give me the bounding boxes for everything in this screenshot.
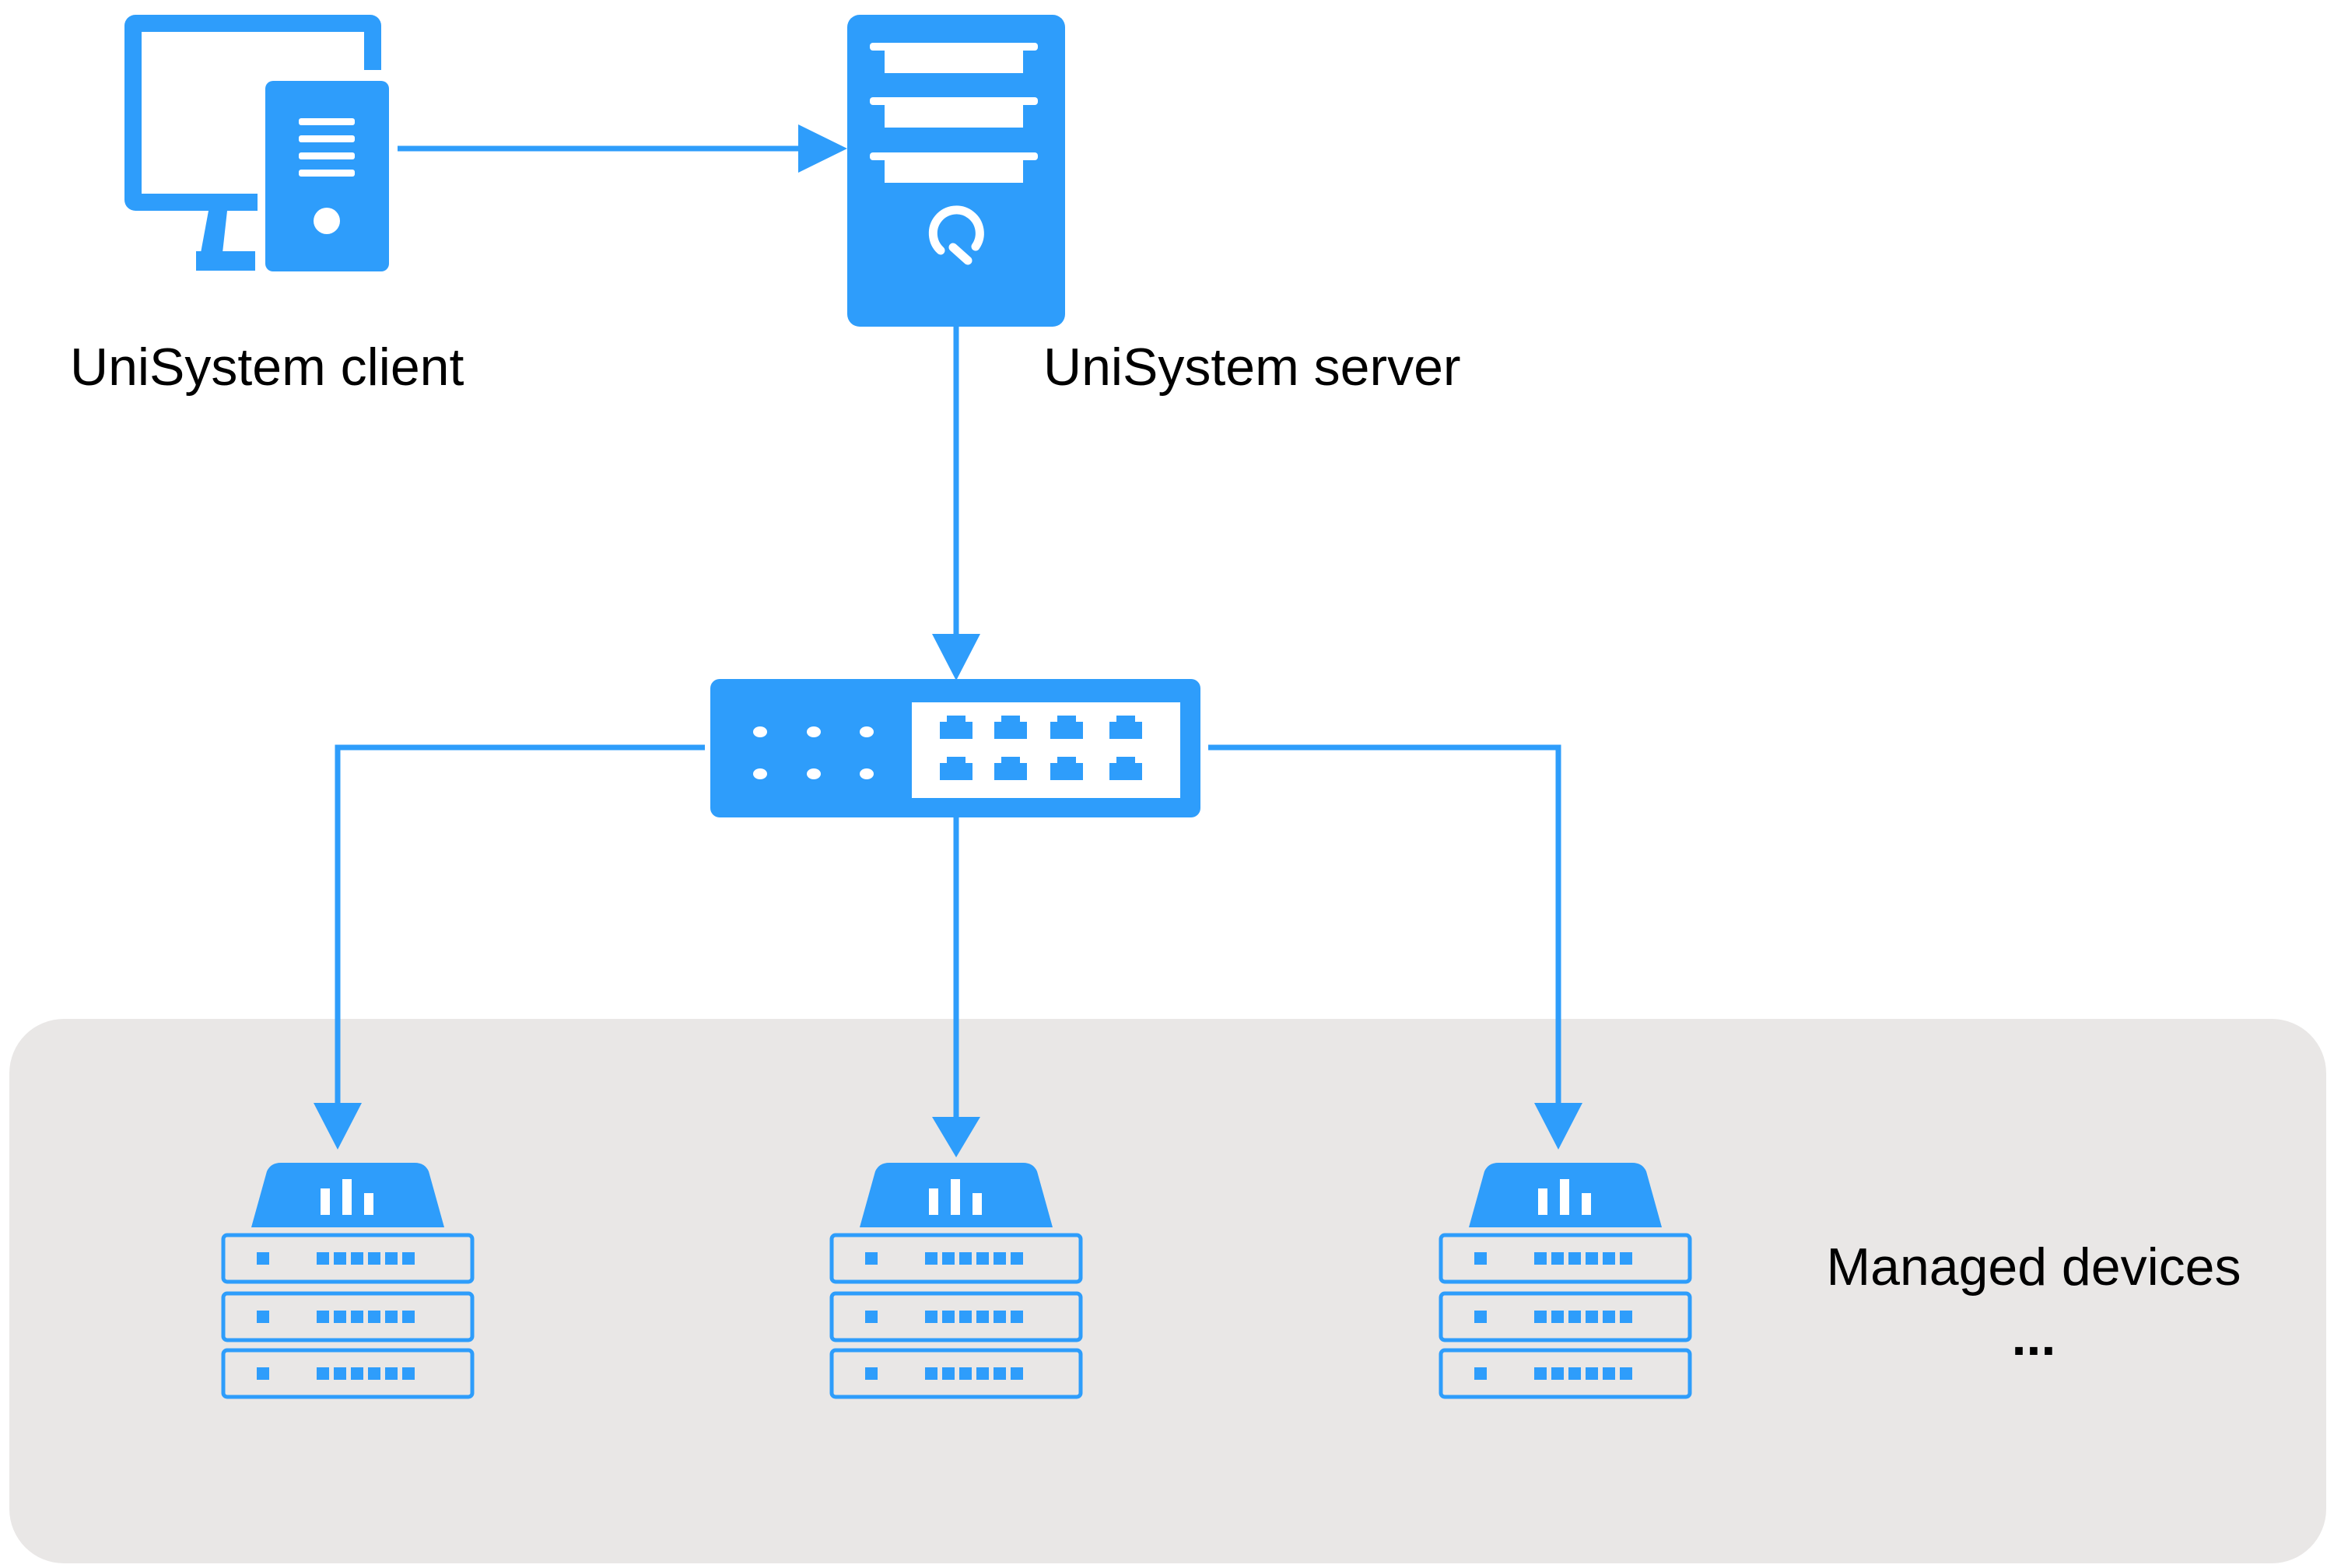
arrowhead-to-switch <box>932 634 980 681</box>
arrowhead-to-device-3 <box>1534 1103 1582 1150</box>
managed-devices-region <box>9 1019 2326 1563</box>
arrowheads <box>314 124 1582 1157</box>
desktop-computer-icon <box>124 15 398 278</box>
arrowhead-to-device-1 <box>314 1103 362 1150</box>
switch-to-device-3-line <box>1208 744 1561 1108</box>
managed-devices-label: Managed devices <box>1826 1237 2241 1297</box>
ellipsis-label: ... <box>2012 1307 2056 1367</box>
arrowhead-to-device-2 <box>932 1117 980 1157</box>
connection-lines <box>335 145 1561 1120</box>
switch-to-device-1-line <box>335 744 705 1108</box>
server-label: UniSystem server <box>1043 338 1461 397</box>
arrowhead-to-server <box>798 124 847 173</box>
server-tower-icon <box>847 15 1065 327</box>
network-switch-icon <box>710 679 1200 817</box>
client-label: UniSystem client <box>70 338 464 397</box>
